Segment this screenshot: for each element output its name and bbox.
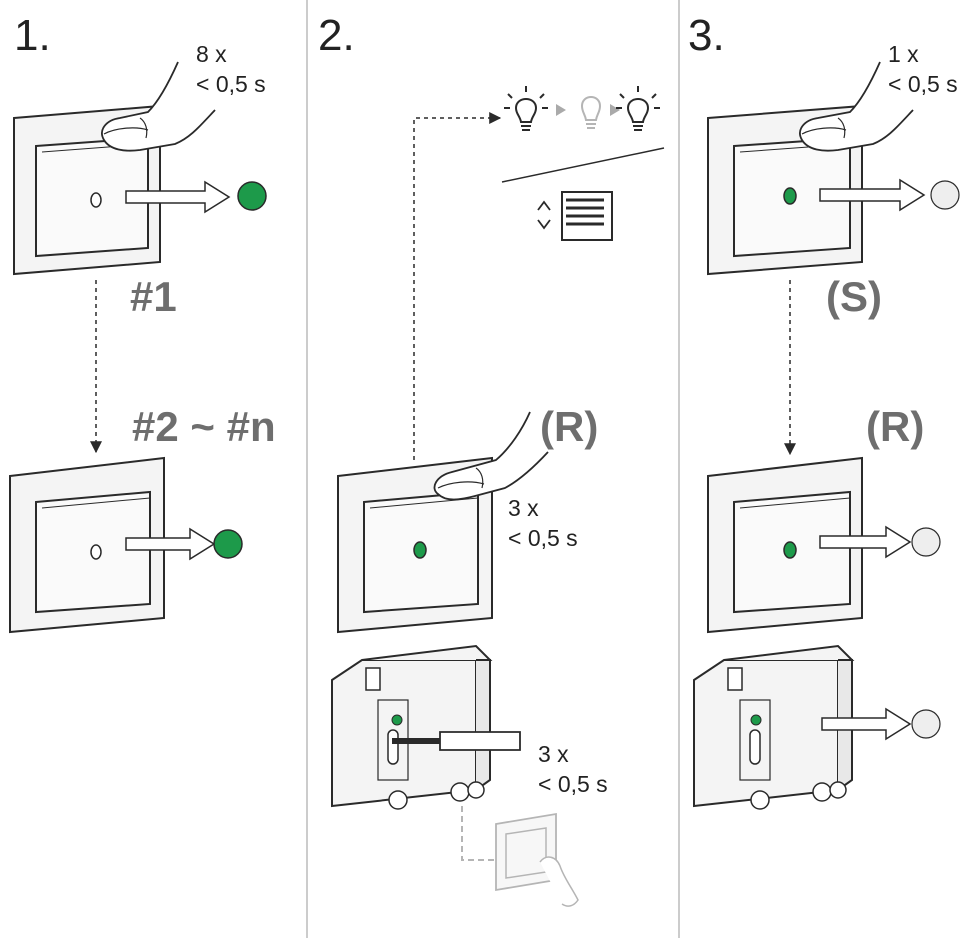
status-led-off	[930, 180, 960, 210]
step-number-1: 1.	[14, 11, 51, 60]
separator-line	[501, 147, 665, 183]
relay-module	[693, 644, 941, 810]
step-number-3: 3.	[688, 11, 725, 60]
sequence-arrow-icon	[610, 104, 620, 116]
press-instruction-switch: 3 x < 0,5 s	[508, 494, 578, 554]
sender-tag: (S)	[826, 273, 882, 320]
status-led-green	[413, 541, 427, 559]
status-led-off	[911, 527, 941, 557]
led-off	[90, 192, 102, 208]
press-count: 1 x	[888, 41, 919, 67]
led-off	[90, 544, 102, 560]
status-led-off	[911, 709, 941, 739]
switch-panel-3b	[707, 456, 941, 634]
press-count: 3 x	[508, 495, 539, 521]
push-button-switch-faded	[495, 812, 557, 892]
press-duration: < 0,5 s	[508, 524, 578, 551]
press-count: 3 x	[538, 741, 569, 767]
press-instruction-module: 3 x < 0,5 s	[538, 740, 608, 800]
dashed-wire	[461, 806, 496, 861]
status-led-green	[213, 529, 243, 559]
arrow-right-icon	[819, 525, 912, 559]
arrow-right-icon	[819, 178, 926, 212]
dotted-connector-arrow	[413, 112, 502, 460]
switch-panel-1a	[13, 104, 267, 276]
status-led-green	[391, 714, 403, 726]
pressing-finger-icon	[101, 61, 216, 152]
step-number-2: 2.	[318, 11, 355, 60]
press-duration: < 0,5 s	[196, 70, 266, 97]
sequence-arrow-icon	[556, 104, 566, 116]
device-tag-rest: #2 ~ #n	[132, 403, 276, 450]
press-instruction-3: 1 x < 0,5 s	[888, 40, 958, 100]
pressing-finger-icon	[799, 61, 914, 152]
press-duration: < 0,5 s	[888, 70, 958, 97]
device-tag-first: #1	[130, 273, 177, 320]
arrow-right-icon	[125, 527, 216, 561]
status-led-green	[783, 187, 797, 205]
status-led-green	[783, 541, 797, 559]
press-duration: < 0,5 s	[538, 770, 608, 797]
status-led-green	[750, 714, 762, 726]
press-count: 8 x	[196, 41, 227, 67]
arrow-right-icon	[821, 707, 912, 741]
pressing-finger-icon	[539, 856, 579, 907]
pressing-finger-icon	[433, 411, 549, 501]
status-led-green	[237, 181, 267, 211]
switch-panel-2	[337, 456, 493, 634]
relay-module	[331, 644, 493, 810]
press-instruction-1: 8 x < 0,5 s	[196, 40, 266, 100]
receiver-tag: (R)	[540, 403, 599, 450]
receiver-tag: (R)	[866, 403, 925, 450]
switch-panel-1b	[9, 456, 243, 634]
screwdriver-icon	[392, 731, 521, 751]
arrow-right-icon	[125, 180, 231, 214]
light-bulb-on-icon	[504, 86, 548, 131]
shutter-updown-icon	[537, 191, 613, 241]
light-bulb-on-icon	[616, 86, 660, 131]
light-bulb-off-icon	[580, 96, 602, 129]
